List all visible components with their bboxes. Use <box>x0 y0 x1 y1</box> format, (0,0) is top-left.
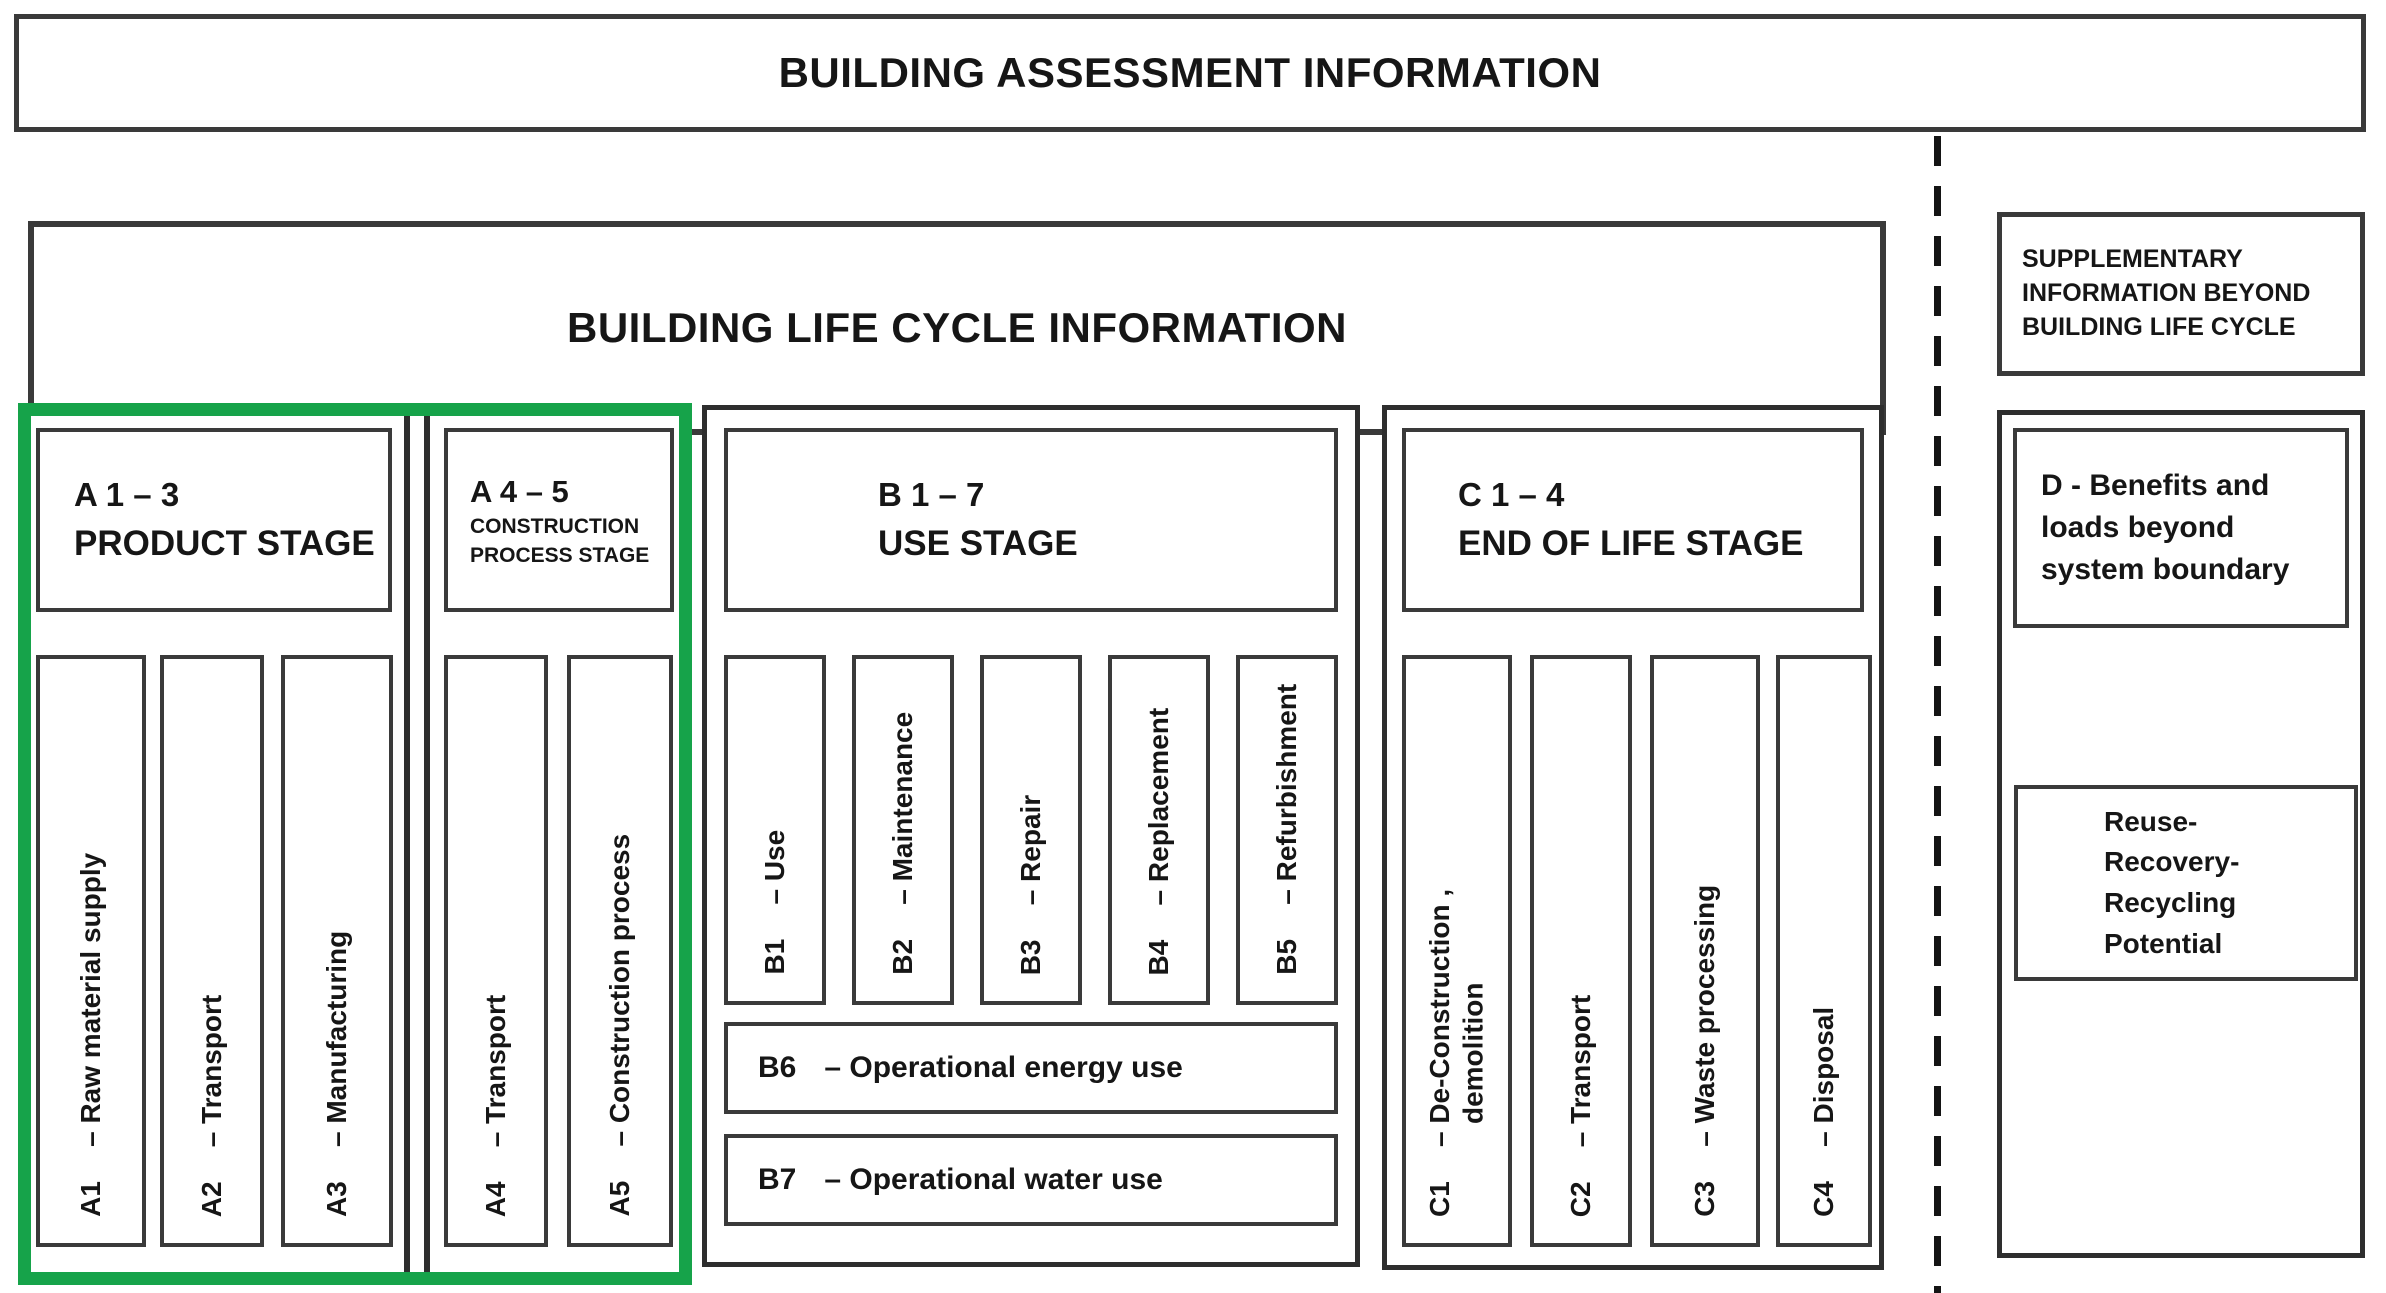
module-b4-label: – Replacement <box>1143 707 1175 906</box>
module-c3-label: – Waste processing <box>1689 885 1721 1148</box>
module-c1-label: – De-Construction , <box>1424 888 1456 1148</box>
stage-d-title-line2: loads beyond <box>2041 511 2235 544</box>
stage-name-use: USE STAGE <box>878 523 1078 563</box>
reuse-line-1: Reuse- <box>2104 805 2198 837</box>
building-life-cycle-title: BUILDING LIFE CYCLE INFORMATION <box>566 304 1347 351</box>
module-a5-label: – Construction process <box>604 834 636 1148</box>
module-b2: B2 – Maintenance <box>852 655 954 1005</box>
module-a2-code: A2 <box>196 1181 228 1217</box>
module-a3-label: – Manufacturing <box>321 930 353 1148</box>
stage-header-use: B 1 – 7 USE STAGE <box>724 428 1338 612</box>
module-b6-label: – Operational energy use <box>824 1051 1183 1084</box>
module-c4-label: – Disposal <box>1808 1007 1840 1148</box>
module-b4: B4 – Replacement <box>1108 655 1210 1005</box>
module-b7-label: – Operational water use <box>824 1163 1163 1196</box>
module-c1-line1: C1 – De-Construction , <box>1423 889 1457 1217</box>
module-c1-line2: demolition <box>1458 982 1489 1124</box>
module-a3-code: A3 <box>321 1181 353 1217</box>
module-a4-label: – Transport <box>480 994 512 1148</box>
module-c2: C2 – Transport <box>1530 655 1632 1247</box>
module-a3: A3 – Manufacturing <box>281 655 393 1247</box>
stage-name-construction: CONSTRUCTION PROCESS STAGE <box>470 515 650 567</box>
stage-d-title-box: D - Benefits and loads beyond system bou… <box>2013 428 2349 628</box>
module-c3-code: C3 <box>1689 1181 1721 1217</box>
stage-name-product: PRODUCT STAGE <box>74 523 375 563</box>
module-b4-code: B4 <box>1143 939 1175 975</box>
module-b3: B3 – Repair <box>980 655 1082 1005</box>
module-a5: A5 – Construction process <box>567 655 673 1247</box>
building-assessment-title: BUILDING ASSESSMENT INFORMATION <box>778 49 1602 96</box>
module-b5: B5 – Refurbishment <box>1236 655 1338 1005</box>
module-c1: C1 – De-Construction , demolition <box>1402 655 1512 1247</box>
supplementary-info-box: SUPPLEMENTARY INFORMATION BEYOND BUILDIN… <box>1997 212 2365 376</box>
module-b2-label: – Maintenance <box>887 712 919 906</box>
module-c4: C4 – Disposal <box>1776 655 1872 1247</box>
supplementary-line-2: INFORMATION BEYOND <box>2022 279 2311 308</box>
module-a4: A4 – Transport <box>444 655 548 1247</box>
module-b1: B1 – Use <box>724 655 826 1005</box>
reuse-line-4: Potential <box>2104 927 2223 959</box>
module-a2: A2 – Transport <box>160 655 264 1247</box>
a-stage-divider-line-right <box>424 416 430 1272</box>
building-assessment-banner: BUILDING ASSESSMENT INFORMATION <box>14 14 2366 132</box>
module-b1-code: B1 <box>759 939 791 975</box>
system-boundary-dashed-line <box>1934 136 1941 1293</box>
stage-d-title-line1: D - Benefits and <box>2041 469 2270 502</box>
stage-header-product: A 1 – 3 PRODUCT STAGE <box>36 428 392 612</box>
module-c3: C3 – Waste processing <box>1650 655 1760 1247</box>
module-b5-code: B5 <box>1271 939 1303 975</box>
module-b6: B6 – Operational energy use <box>724 1022 1338 1114</box>
reuse-line-3: Recycling <box>2104 887 2237 918</box>
module-c2-label: – Transport <box>1565 994 1597 1148</box>
module-b1-label: – Use <box>759 830 791 906</box>
stage-code-a13: A 1 – 3 <box>74 476 180 514</box>
stage-header-end-of-life: C 1 – 4 END OF LIFE STAGE <box>1402 428 1864 612</box>
module-b2-code: B2 <box>887 939 919 975</box>
stage-code-b17: B 1 – 7 <box>878 476 985 514</box>
module-a1: A1 – Raw material supply <box>36 655 146 1247</box>
module-b3-label: – Repair <box>1015 794 1047 906</box>
reuse-line-2: Recovery- <box>2104 846 2240 878</box>
stage-code-c14: C 1 – 4 <box>1458 476 1565 514</box>
module-b3-code: B3 <box>1015 939 1047 975</box>
stage-code-a45: A 4 – 5 <box>470 473 569 509</box>
module-a4-code: A4 <box>480 1181 512 1217</box>
a-stage-divider-line-left <box>404 416 410 1272</box>
stage-name-end-of-life: END OF LIFE STAGE <box>1458 523 1804 563</box>
module-c2-code: C2 <box>1565 1181 1597 1217</box>
module-b5-label: – Refurbishment <box>1271 684 1303 906</box>
module-a5-code: A5 <box>604 1181 636 1217</box>
module-b6-code: B6 <box>758 1051 797 1084</box>
module-c4-code: C4 <box>1808 1181 1840 1217</box>
stage-d-title-line3: system boundary <box>2041 553 2290 586</box>
module-a2-label: – Transport <box>196 994 228 1148</box>
supplementary-line-3: BUILDING LIFE CYCLE <box>2022 312 2296 341</box>
module-b7: B7 – Operational water use <box>724 1134 1338 1226</box>
reuse-recovery-recycling-box: Reuse- Recovery- Recycling Potential <box>2014 785 2358 981</box>
module-b7-code: B7 <box>758 1163 797 1196</box>
stage-header-construction: A 4 – 5 CONSTRUCTION PROCESS STAGE <box>444 428 674 612</box>
module-a1-code: A1 <box>75 1181 107 1217</box>
module-a1-label: – Raw material supply <box>75 853 107 1148</box>
module-c1-code: C1 <box>1424 1181 1456 1217</box>
building-life-cycle-banner: BUILDING LIFE CYCLE INFORMATION <box>28 221 1886 435</box>
supplementary-line-1: SUPPLEMENTARY <box>2022 245 2243 274</box>
